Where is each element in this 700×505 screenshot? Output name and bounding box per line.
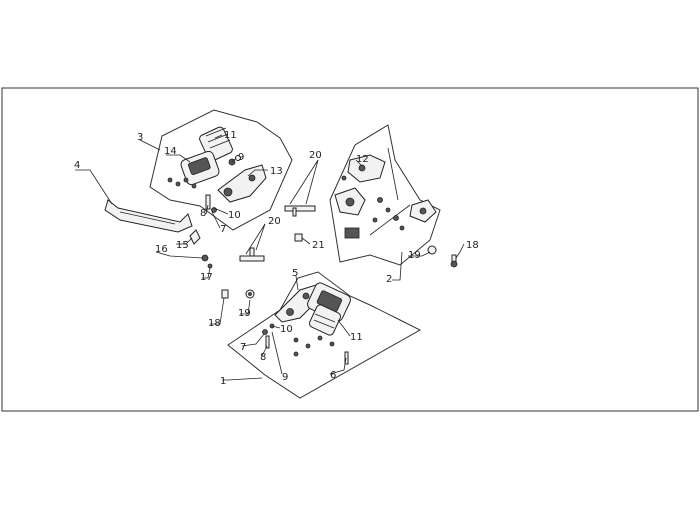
callout-10-upper: 10 xyxy=(228,210,241,221)
pin-21 xyxy=(294,233,303,242)
callout-17: 17 xyxy=(200,272,213,283)
callout-15: 15 xyxy=(176,240,189,251)
spring-15 xyxy=(189,229,201,245)
callout-8-lower: 8 xyxy=(260,352,266,363)
footpeg-14 xyxy=(180,150,220,186)
plate-group-2 xyxy=(409,199,437,223)
callout-9-lower: 9 xyxy=(282,372,288,383)
callout-20-upper: 20 xyxy=(309,150,322,161)
diagram-frame xyxy=(1,87,699,412)
brake-pedal-4 xyxy=(104,199,193,233)
callout-11-lower: 11 xyxy=(350,332,363,343)
bolt-18-left xyxy=(221,289,229,299)
callout-11-upper: 11 xyxy=(224,130,237,141)
callout-3: 3 xyxy=(137,132,143,143)
bolt-16-17 xyxy=(201,254,213,269)
leader-lines xyxy=(75,134,465,381)
pins-20-lower xyxy=(239,247,265,262)
master-cylinder xyxy=(334,187,366,216)
callout-14: 14 xyxy=(164,146,177,157)
callout-16: 16 xyxy=(155,244,168,255)
washer-19-left xyxy=(245,289,255,299)
callout-7-upper: 7 xyxy=(220,224,226,235)
callout-1: 1 xyxy=(220,376,226,387)
callout-21: 21 xyxy=(312,240,325,251)
bolts-group-2 xyxy=(341,175,405,231)
callout-19-left: 19 xyxy=(238,308,251,319)
callout-labels: 3 11 14 9 13 8 10 7 4 15 16 17 18 19 20 … xyxy=(74,130,479,387)
callout-12: 12 xyxy=(356,154,369,165)
callout-6: 6 xyxy=(330,370,336,381)
callout-5: 5 xyxy=(292,268,298,279)
group-1-outline xyxy=(227,271,422,399)
bolts-group-1 xyxy=(262,323,349,365)
footpeg-6 xyxy=(308,304,342,336)
bolt-18-right xyxy=(450,254,458,268)
callout-19-right: 19 xyxy=(408,250,421,261)
group-3-outline xyxy=(149,109,293,231)
callout-8-upper: 8 xyxy=(200,208,206,219)
bolts-group-3 xyxy=(167,155,241,213)
pins-20-upper xyxy=(284,205,316,217)
callout-7-lower: 7 xyxy=(240,342,246,353)
callout-9-upper: 9 xyxy=(238,152,244,163)
callout-10-lower: 10 xyxy=(280,324,293,335)
callout-18-right: 18 xyxy=(466,240,479,251)
callout-2: 2 xyxy=(386,274,392,285)
rod-group-2 xyxy=(369,147,411,236)
callout-18-left: 18 xyxy=(208,318,221,329)
callout-20-lower: 20 xyxy=(268,216,281,227)
callout-13: 13 xyxy=(270,166,283,177)
callout-4: 4 xyxy=(74,160,80,171)
group-2-outline xyxy=(329,124,441,266)
bracket-13 xyxy=(217,164,267,203)
spring-group-2 xyxy=(344,227,360,239)
